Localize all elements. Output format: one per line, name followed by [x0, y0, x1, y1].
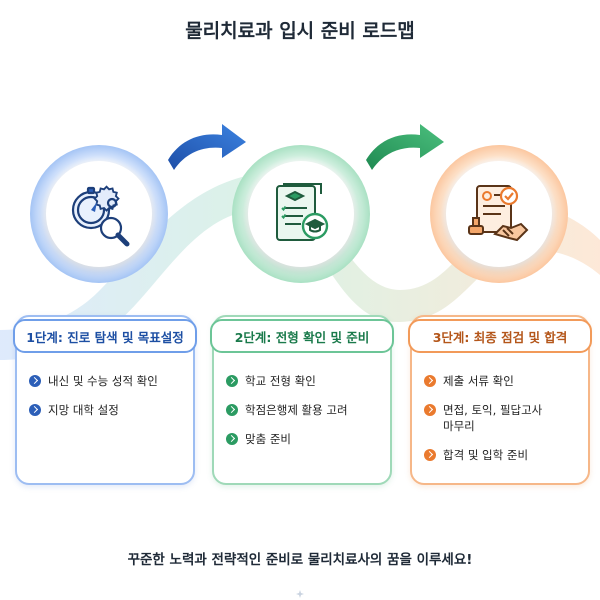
- footer-message: 꾸준한 노력과 전략적인 준비로 물리치료사의 꿈을 이루세요!: [127, 552, 473, 568]
- sparkle-icon: [296, 590, 304, 598]
- page-title: 물리치료과 입시 준비 로드맵: [185, 20, 415, 42]
- chevron-right-icon: [29, 375, 41, 387]
- chevron-right-icon: [424, 404, 436, 416]
- stage2-circle: [232, 145, 370, 283]
- list-item-continuation: 마무리: [443, 419, 475, 433]
- stage1-list: 내신 및 수능 성적 확인 지망 대학 설정: [29, 373, 185, 431]
- list-item: 학교 전형 확인: [226, 373, 382, 389]
- list-item: 면접, 토익, 필답고사: [424, 402, 580, 418]
- chevron-right-icon: [29, 404, 41, 416]
- list-item: 학점은행제 활용 고려: [226, 402, 382, 418]
- list-item: 제출 서류 확인: [424, 373, 580, 389]
- stage1-circle: [30, 145, 168, 283]
- stage1-card: 1단계: 진로 탐색 및 목표설정 내신 및 수능 성적 확인 지망 대학 설정: [13, 315, 197, 485]
- chevron-right-icon: [226, 375, 238, 387]
- chevron-right-icon: [226, 433, 238, 445]
- stage2-card: 2단계: 전형 확인 및 준비 학교 전형 확인 학점은행제 활용 고려 맞춤 …: [210, 315, 394, 485]
- stage1-header: 1단계: 진로 탐색 및 목표설정: [13, 319, 197, 353]
- chevron-right-icon: [424, 375, 436, 387]
- list-item: 지망 대학 설정: [29, 402, 185, 418]
- stage3-header: 3단계: 최종 점검 및 합격: [408, 319, 592, 353]
- stage3-card: 3단계: 최종 점검 및 합격 제출 서류 확인 면접, 토익, 필답고사 마무…: [408, 315, 592, 485]
- stage2-header: 2단계: 전형 확인 및 준비: [210, 319, 394, 353]
- arrow-right-icon: [366, 124, 444, 170]
- compass-magnifier-gear-icon: [71, 185, 130, 247]
- list-item: 합격 및 입학 준비: [424, 447, 580, 463]
- stage3-list: 제출 서류 확인 면접, 토익, 필답고사 마무리 합격 및 입학 준비: [424, 373, 580, 476]
- document-stamp-handshake-icon: [468, 185, 529, 242]
- chevron-right-icon: [424, 449, 436, 461]
- stage2-list: 학교 전형 확인 학점은행제 활용 고려 맞춤 준비: [226, 373, 382, 460]
- list-item: 맞춤 준비: [226, 431, 382, 447]
- document-graduation-cap-icon: [276, 183, 329, 241]
- arrow-right-icon: [168, 124, 246, 170]
- stage3-circle: [430, 145, 568, 283]
- list-item: 내신 및 수능 성적 확인: [29, 373, 185, 389]
- chevron-right-icon: [226, 404, 238, 416]
